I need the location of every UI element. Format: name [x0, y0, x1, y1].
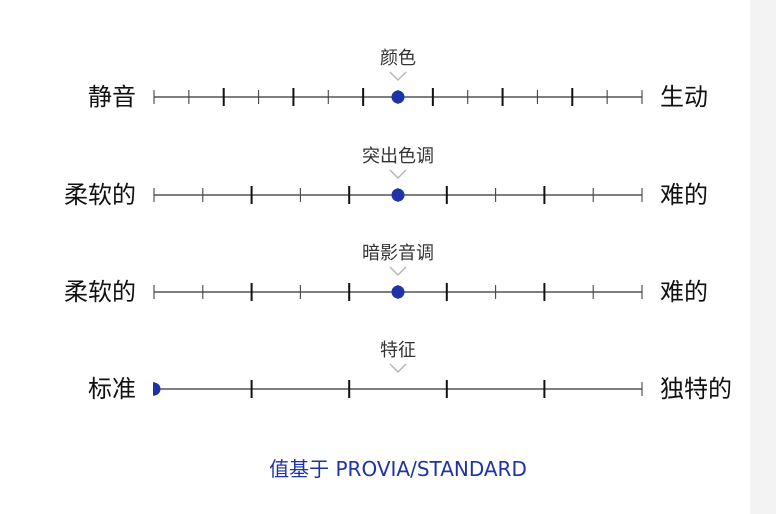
slider-svg [153, 88, 643, 106]
slider-track[interactable] [153, 377, 643, 401]
chevron-down-icon [389, 169, 407, 179]
slider-track[interactable] [153, 183, 643, 207]
slider-left-label: 静音 [88, 83, 136, 111]
slider-svg [153, 380, 643, 398]
slider-row-color: 颜色 静音 生动 [0, 48, 776, 128]
slider-handle[interactable] [391, 188, 405, 202]
slider-row-character: 特征 标准 独特的 [0, 340, 776, 420]
slider-right-label: 独特的 [660, 375, 732, 403]
slider-right-label: 生动 [660, 83, 708, 111]
baseline-note: 值基于 PROVIA/STANDARD [269, 457, 527, 481]
scrollbar-gutter [750, 0, 776, 514]
slider-track[interactable] [153, 85, 643, 109]
slider-handle[interactable] [153, 382, 161, 396]
slider-title: 暗影音调 [362, 243, 434, 264]
slider-right-label: 难的 [660, 181, 708, 209]
slider-left-label: 柔软的 [64, 181, 136, 209]
slider-left-label: 标准 [88, 375, 136, 403]
slider-left-label: 柔软的 [64, 278, 136, 306]
slider-right-label: 难的 [660, 278, 708, 306]
chevron-down-icon [389, 363, 407, 373]
slider-row-shadow-tone: 暗影音调 柔软的 难的 [0, 243, 776, 323]
slider-svg [153, 186, 643, 204]
slider-title: 颜色 [380, 48, 416, 69]
slider-handle[interactable] [391, 90, 405, 104]
chevron-down-icon [389, 71, 407, 81]
chevron-down-icon [389, 266, 407, 276]
slider-svg [153, 283, 643, 301]
slider-handle[interactable] [391, 285, 405, 299]
slider-row-highlight-tone: 突出色调 柔软的 难的 [0, 146, 776, 226]
slider-track[interactable] [153, 280, 643, 304]
slider-title: 突出色调 [362, 146, 434, 167]
slider-title: 特征 [380, 340, 416, 361]
